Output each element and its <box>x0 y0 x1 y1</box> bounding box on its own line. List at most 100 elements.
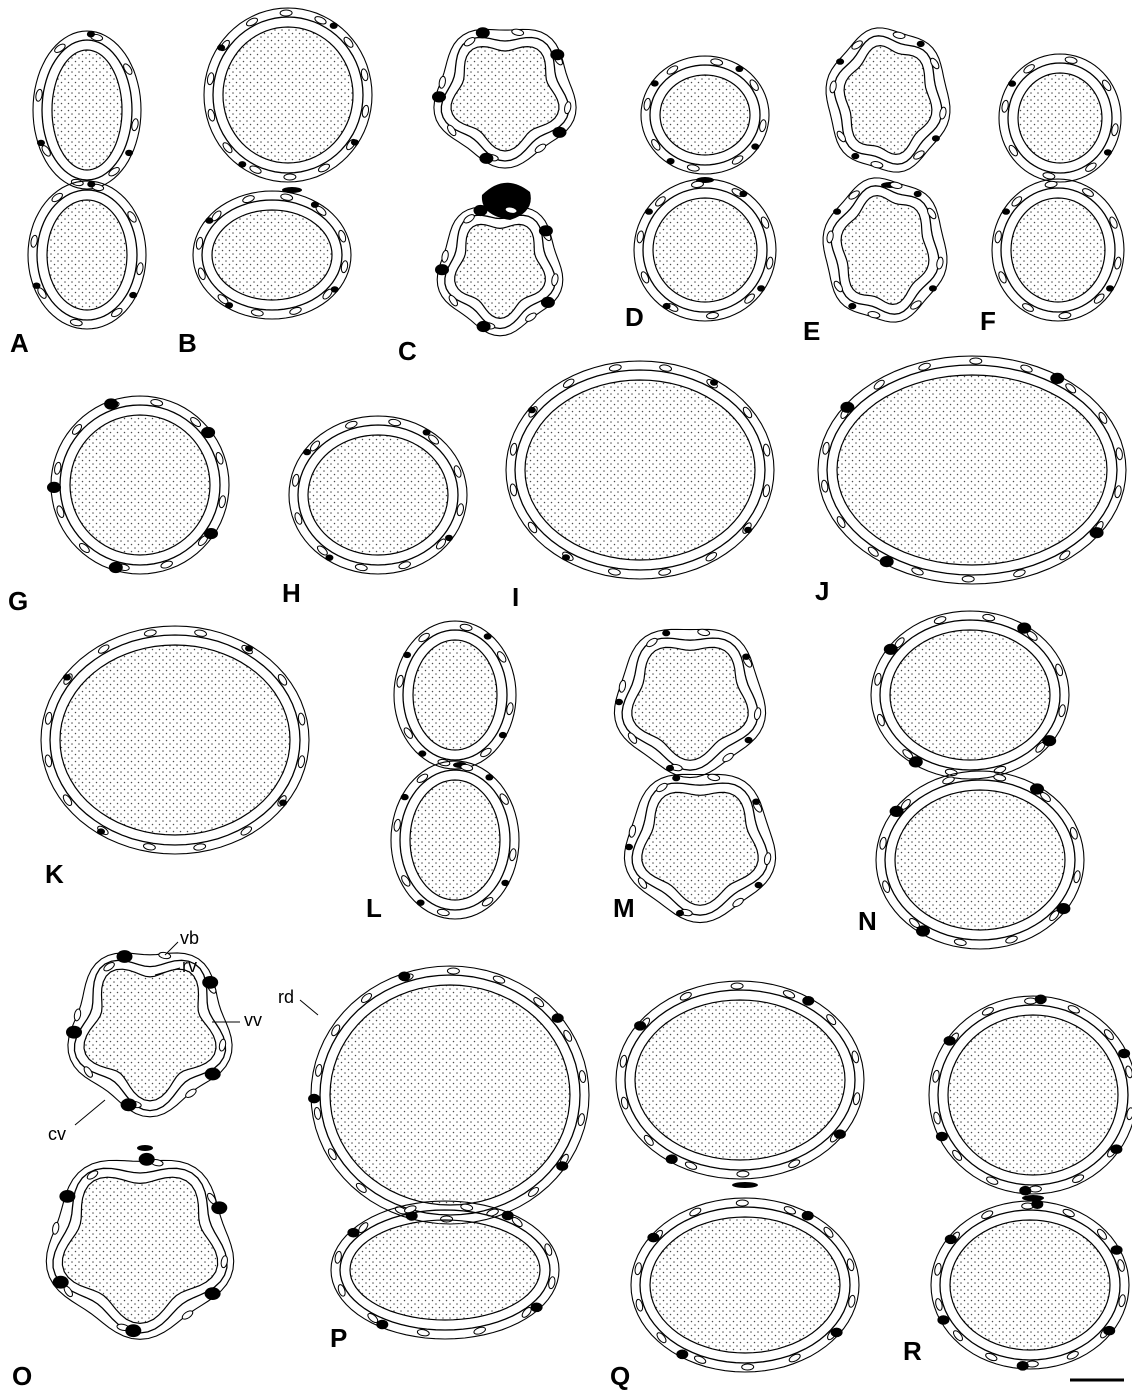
cell-e-bottom-canal <box>909 299 922 311</box>
annotation-rd: rd <box>278 987 294 1007</box>
cell-c-bottom-canal <box>462 213 475 225</box>
cell-k-bundle <box>279 800 287 806</box>
cell-e-bottom-canal <box>890 181 903 189</box>
cell-c-bottom-bundle <box>477 321 491 332</box>
cell-b-top-bundle <box>217 44 225 50</box>
cell-f-top-canal <box>1084 161 1097 173</box>
cell-q-bottom-bundle <box>831 1328 843 1338</box>
panel-label-b: B <box>178 328 197 358</box>
panel-label-d: D <box>625 302 644 332</box>
cell-c-top-bundle <box>432 91 446 102</box>
cell-a-top-canal <box>131 118 139 131</box>
cell-d-bottom-canal <box>743 292 756 305</box>
cell-c-top-canal <box>534 142 547 154</box>
cell-j-bundle <box>840 402 854 413</box>
cell-q-bottom-bundle <box>802 1211 814 1221</box>
cell-d-top-canal <box>748 79 760 92</box>
cell-c-top-bundle <box>479 153 493 164</box>
cell-b-top-lumen <box>223 27 353 163</box>
cell-b-top-bundle <box>330 23 338 29</box>
cell-e-top-bundle <box>836 58 844 64</box>
cell-p-top-canal <box>327 1147 338 1160</box>
cell-e-top-canal <box>939 107 947 120</box>
cell-l-top-bundle <box>403 652 411 658</box>
cell-a-top-bundle <box>125 150 133 156</box>
cell-l-bottom-bundle <box>501 880 509 886</box>
cell-drawings <box>28 8 1132 1372</box>
cell-c-bottom-canal <box>441 250 449 263</box>
cell-n-bottom-bundle <box>1030 783 1044 794</box>
cell-d-bottom-canal <box>691 181 704 188</box>
cell-p-top-lumen <box>330 985 570 1205</box>
cell-e-bottom-canal <box>867 311 880 319</box>
cell-j-lumen <box>837 375 1107 565</box>
panel-label-m: M <box>613 893 635 923</box>
cell-a-top-lumen <box>52 50 122 170</box>
cell-r-bottom-canal <box>952 1329 964 1342</box>
cell-m-top-canal <box>645 637 658 649</box>
cell-b-top-canal <box>342 36 354 49</box>
cell-l-bottom-bundle <box>417 900 425 906</box>
cell-r-top-bundle <box>936 1132 948 1142</box>
cell-m-bottom-bundle <box>672 775 680 781</box>
cell-e-top-canal <box>850 39 863 51</box>
cell-o-top-bundle <box>66 1026 82 1039</box>
cell-e-bottom-bundle <box>833 208 841 214</box>
panel-label-g: G <box>8 586 28 616</box>
cell-l-bottom-bundle <box>485 774 493 780</box>
cell-d-bottom-bundle <box>739 191 747 197</box>
cell-h-bundle <box>325 555 333 561</box>
cell-l-top-bundle <box>418 750 426 756</box>
cell-a-bottom-bundle <box>129 292 137 298</box>
cell-a-bottom-canal <box>51 192 64 204</box>
cell-d-bottom-bundle <box>757 285 765 291</box>
cell-m-bottom-canal <box>764 852 772 865</box>
cell-e-top-bundle <box>932 135 940 141</box>
panel-label-n: N <box>858 906 877 936</box>
cell-r-bottom-bundle <box>937 1315 949 1325</box>
cell-p-bottom-bundle <box>531 1303 543 1313</box>
cell-p-top-canal <box>355 1182 368 1194</box>
cell-q-bottom-lumen <box>650 1217 840 1353</box>
cell-m-bottom-bundle <box>752 799 760 805</box>
cell-e-top-canal <box>912 149 925 161</box>
cell-n-bottom-bundle <box>1056 903 1070 914</box>
cell-m-top-bundle <box>742 654 750 660</box>
cell-n-bottom-lumen <box>895 790 1065 930</box>
cell-i-canal <box>527 521 539 534</box>
cell-p-bottom-bundle <box>502 1211 514 1221</box>
cell-p-bottom-canal <box>460 1203 473 1211</box>
cell-d-top-bundle <box>667 158 675 164</box>
cell-f-top-bundle <box>1008 80 1016 86</box>
cell-q-top-canal <box>731 983 743 989</box>
cell-r-top-bundle <box>1019 1186 1031 1196</box>
cell-e-bottom-canal <box>826 230 834 243</box>
cell-m-bottom-lumen <box>642 792 758 905</box>
cell-k-bundle <box>63 674 71 680</box>
cell-p-top-bundle <box>398 972 410 982</box>
cell-q-top-lumen <box>635 1000 845 1160</box>
cell-m-top-bundle <box>615 699 623 705</box>
cell-o-bottom-bundle <box>211 1201 227 1214</box>
cell-d-top-bundle <box>651 80 659 86</box>
cell-c-top-bundle <box>476 27 490 38</box>
cell-l-bottom-canal <box>481 896 494 908</box>
cell-f-bottom-canal <box>1081 187 1094 198</box>
cell-m-bottom-canal <box>628 825 636 838</box>
cell-m-bottom-bundle <box>625 844 633 850</box>
cell-o-bottom-bundle <box>139 1153 155 1166</box>
cell-a-bottom-lumen <box>47 200 127 310</box>
rd-leader-line <box>300 1000 318 1015</box>
cell-n-bottom-bundle <box>916 925 930 936</box>
cv-leader-line <box>75 1100 105 1125</box>
cell-b-bottom-bundle <box>225 302 233 308</box>
cell-o-bottom-bundle <box>205 1287 221 1300</box>
cell-l-top-lumen <box>413 640 497 750</box>
cell-r-top-canal <box>951 1149 963 1162</box>
cell-f-bottom-canal <box>1045 181 1058 188</box>
cell-d-bottom-canal <box>654 195 667 208</box>
cell-a-top-canal <box>35 89 43 102</box>
cell-i-bundle <box>528 407 536 413</box>
cell-g-canal <box>71 423 83 436</box>
